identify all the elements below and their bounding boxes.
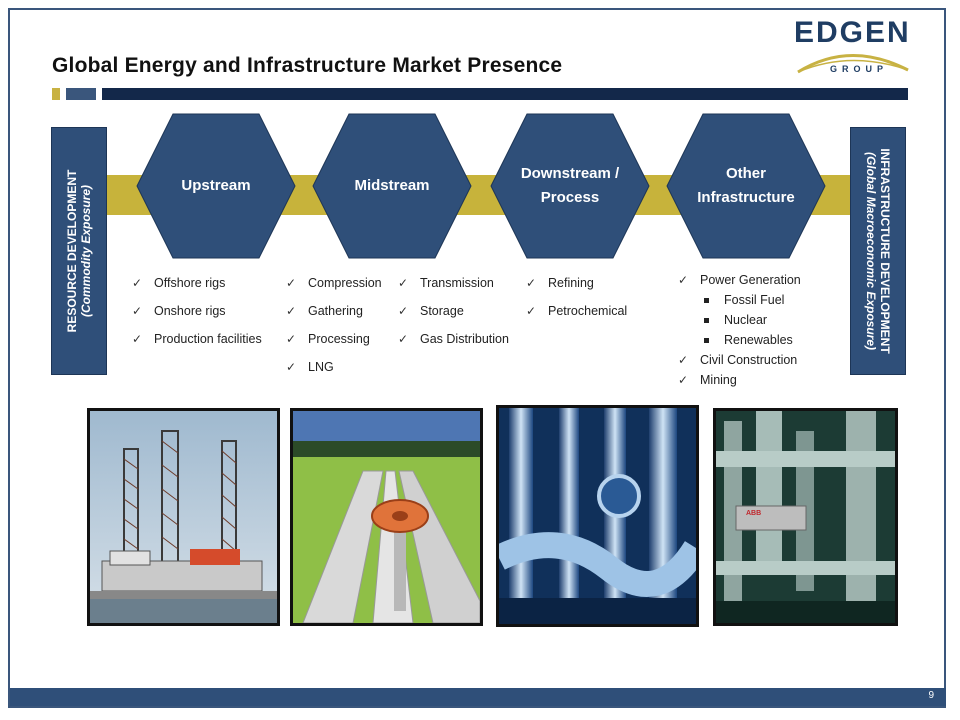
checkmark-icon: ✓ — [526, 276, 537, 290]
list-item: ✓Gas Distribution — [398, 332, 509, 346]
commodity-exposure-subtitle: (Commodity Exposure) — [79, 185, 93, 318]
downstream-list: ✓Refining ✓Petrochemical — [524, 275, 627, 331]
abb-label: ABB — [746, 510, 761, 517]
checkmark-icon: ✓ — [286, 360, 297, 374]
edgen-logo: EDGEN GROUP — [790, 14, 915, 82]
list-item: ✓Production facilities — [132, 332, 262, 346]
checkmark-icon: ✓ — [398, 276, 409, 290]
hex-midstream: Midstream — [312, 113, 472, 259]
list-item: ✓Storage — [398, 304, 464, 318]
bullet-square-icon — [704, 318, 709, 323]
checkmark-icon: ✓ — [286, 304, 297, 318]
checkmark-icon: ✓ — [132, 276, 143, 290]
list-item: ✓Power Generation — [678, 273, 801, 287]
offshore-rig-illustration — [90, 411, 277, 623]
hexagon-shape — [312, 113, 472, 259]
checkmark-icon: ✓ — [286, 332, 297, 346]
list-item: ✓Civil Construction — [678, 353, 798, 367]
list-item: ✓Processing — [286, 332, 370, 346]
list-subitem: Nuclear — [676, 312, 801, 332]
slide-title: Global Energy and Infrastructure Market … — [52, 54, 563, 77]
list-item: ✓Offshore rigs — [132, 276, 226, 290]
infrastructure-development-label: INFRASTRUCTURE DEVELOPMENT (Global Macro… — [850, 127, 906, 375]
hex-other-label-2: Infrastructure — [697, 189, 795, 206]
list-item: ✓Petrochemical — [526, 304, 628, 318]
title-accent-blue — [66, 88, 96, 100]
upstream-list: ✓Offshore rigs ✓Onshore rigs ✓Production… — [130, 275, 262, 359]
footer-bar: 9 — [10, 688, 946, 706]
hex-other-label-1: Other — [725, 165, 766, 182]
macroeconomic-exposure-subtitle: (Global Macroeconomic Exposure) — [864, 151, 878, 351]
list-item: ✓Onshore rigs — [132, 304, 226, 318]
hex-downstream-label-1: Downstream / — [520, 165, 620, 182]
slide-frame — [8, 8, 946, 708]
logo-subtitle: GROUP — [830, 64, 889, 74]
checkmark-icon: ✓ — [132, 332, 143, 346]
checkmark-icon: ✓ — [678, 353, 689, 367]
bullet-square-icon — [704, 298, 709, 303]
refinery-pipes-photo — [496, 405, 699, 627]
power-plant-illustration: ABB — [716, 411, 895, 623]
hexagon-shape — [136, 113, 296, 259]
list-item: ✓LNG — [286, 360, 334, 374]
hex-upstream-label: Upstream — [181, 177, 251, 194]
list-item: ✓Mining — [678, 373, 737, 387]
checkmark-icon: ✓ — [286, 276, 297, 290]
page-number: 9 — [928, 690, 934, 701]
pipeline-valve-illustration — [293, 411, 480, 623]
list-subitem: Renewables — [676, 332, 801, 352]
hexagon-shape — [490, 113, 650, 259]
hexagon-shape — [666, 113, 826, 259]
infrastructure-development-title: INFRASTRUCTURE DEVELOPMENT — [878, 148, 892, 354]
hex-downstream-label-2: Process — [540, 189, 600, 206]
title-rule — [102, 88, 908, 100]
resource-development-title: RESOURCE DEVELOPMENT — [65, 169, 79, 333]
list-subitem: Fossil Fuel — [676, 292, 801, 312]
resource-development-label: RESOURCE DEVELOPMENT (Commodity Exposure… — [51, 127, 107, 375]
checkmark-icon: ✓ — [678, 273, 689, 287]
list-item: ✓Transmission — [398, 276, 494, 290]
midstream-list-b: ✓Transmission ✓Storage ✓Gas Distribution — [396, 275, 509, 359]
other-infrastructure-list: ✓Power Generation Fossil Fuel Nuclear Re… — [676, 272, 801, 392]
list-item: ✓Gathering — [286, 304, 363, 318]
pipeline-valve-photo — [290, 408, 483, 626]
list-item: ✓Compression — [286, 276, 382, 290]
power-plant-photo: ABB — [713, 408, 898, 626]
hex-upstream: Upstream — [136, 113, 296, 259]
list-item: ✓Refining — [526, 276, 594, 290]
title-accent-gold — [52, 88, 60, 100]
midstream-list-a: ✓Compression ✓Gathering ✓Processing ✓LNG — [284, 275, 382, 387]
refinery-pipes-illustration — [499, 408, 696, 624]
checkmark-icon: ✓ — [398, 332, 409, 346]
checkmark-icon: ✓ — [526, 304, 537, 318]
checkmark-icon: ✓ — [398, 304, 409, 318]
hex-midstream-label: Midstream — [354, 177, 430, 194]
logo-wordmark: EDGEN — [794, 16, 911, 49]
logo-arc-icon — [797, 54, 909, 74]
checkmark-icon: ✓ — [678, 373, 689, 387]
offshore-rig-photo — [87, 408, 280, 626]
bullet-square-icon — [704, 338, 709, 343]
checkmark-icon: ✓ — [132, 304, 143, 318]
hex-downstream: Downstream / Process — [490, 113, 650, 259]
